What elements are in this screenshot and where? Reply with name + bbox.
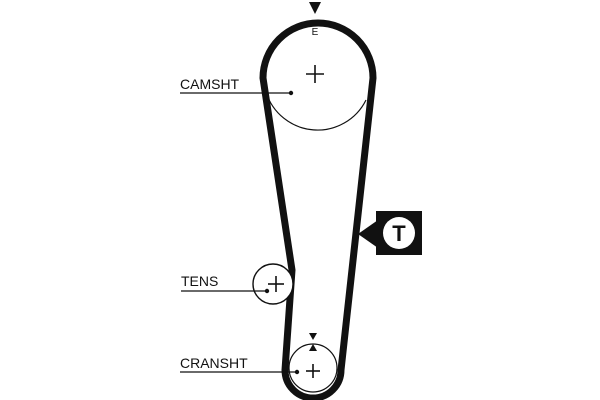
camshaft-label: CAMSHT	[180, 76, 240, 92]
up-down-triangle-icon	[309, 333, 317, 351]
tension-badge: T	[358, 211, 422, 255]
down-triangle-icon	[309, 2, 321, 14]
tensioner-center-crosshair-icon	[268, 276, 284, 292]
tension-badge-letter: T	[392, 221, 406, 246]
tension-badge-pointer-icon	[358, 220, 378, 248]
camshaft-leader-dot	[288, 90, 294, 96]
crankshaft-label: CRANSHT	[180, 355, 248, 371]
timing-belt	[259, 19, 377, 400]
circled-letter-badge-icon	[383, 217, 415, 249]
crankshaft-leader-dot	[294, 369, 300, 375]
timing-mark-label: E	[312, 27, 319, 38]
camshaft-pulley-outline	[265, 91, 367, 131]
tensioner-label: TENS	[181, 273, 218, 289]
tensioner-leader-dot	[264, 288, 270, 294]
crankshaft-center-crosshair-icon	[306, 364, 320, 378]
camshaft-center-crosshair-icon	[306, 65, 324, 83]
